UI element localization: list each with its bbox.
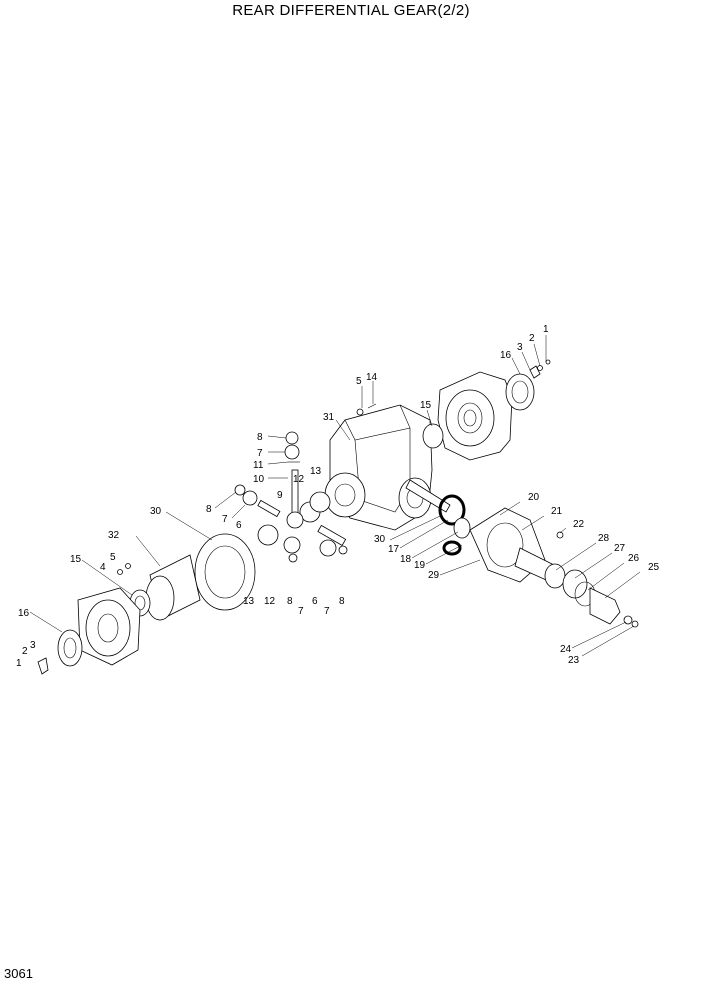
right-ring-nut xyxy=(505,373,535,411)
callout-13: 13 xyxy=(243,596,255,607)
callout-8: 8 xyxy=(287,596,293,607)
callout-16: 16 xyxy=(500,350,512,361)
callout-12: 12 xyxy=(264,596,276,607)
callout-5: 5 xyxy=(356,376,362,387)
spider-gear-set xyxy=(234,431,348,578)
callout-26: 26 xyxy=(628,553,640,564)
callout-30: 30 xyxy=(150,506,162,517)
companion-flange xyxy=(562,569,639,628)
callout-7: 7 xyxy=(324,606,330,617)
callout-31: 31 xyxy=(323,412,335,423)
left-lock-plate xyxy=(37,563,131,675)
callout-8: 8 xyxy=(206,504,212,515)
callout-6: 6 xyxy=(312,596,318,607)
callout-17: 17 xyxy=(388,544,400,555)
callout-18: 18 xyxy=(400,554,412,565)
callout-7: 7 xyxy=(257,448,263,459)
callout-32: 32 xyxy=(108,530,120,541)
callout-6: 6 xyxy=(236,520,242,531)
callout-22: 22 xyxy=(573,519,585,530)
callout-7: 7 xyxy=(298,606,304,617)
top-bolt xyxy=(356,403,377,416)
callout-16: 16 xyxy=(18,608,30,619)
left-ring-nut xyxy=(57,629,83,667)
differential-housing xyxy=(324,404,444,531)
left-flange-housing xyxy=(77,587,141,666)
diff-case xyxy=(129,554,201,621)
callout-3: 3 xyxy=(30,640,36,651)
page-number: 3061 xyxy=(4,966,33,981)
right-flange-housing xyxy=(437,371,513,461)
callout-9: 9 xyxy=(277,490,283,501)
pinion-carrier xyxy=(469,507,566,589)
callout-23: 23 xyxy=(568,655,580,666)
callout-21: 21 xyxy=(551,506,563,517)
callout-3: 3 xyxy=(517,342,523,353)
callout-5: 5 xyxy=(110,552,116,563)
callout-30: 30 xyxy=(374,534,386,545)
callout-4: 4 xyxy=(100,562,106,573)
callout-15: 15 xyxy=(70,554,82,565)
callout-11: 11 xyxy=(253,460,264,471)
callout-20: 20 xyxy=(528,492,540,503)
callout-8: 8 xyxy=(257,432,263,443)
callout-10: 10 xyxy=(253,474,265,485)
callout-1: 1 xyxy=(16,658,22,669)
right-lock-plate xyxy=(529,359,551,379)
callout-29: 29 xyxy=(428,570,440,581)
callout-1: 1 xyxy=(543,324,549,335)
page-title: REAR DIFFERENTIAL GEAR(2/2) xyxy=(232,2,470,19)
callout-14: 14 xyxy=(366,372,378,383)
leader-lines xyxy=(29,335,641,657)
callout-2: 2 xyxy=(22,646,28,657)
callout-25: 25 xyxy=(648,562,660,573)
callout-2: 2 xyxy=(529,333,535,344)
pinion-shaft xyxy=(405,479,471,556)
callout-24: 24 xyxy=(560,644,572,655)
ring-gear xyxy=(194,533,256,611)
callout-12: 12 xyxy=(293,474,305,485)
callout-27: 27 xyxy=(614,543,626,554)
callout-15: 15 xyxy=(420,400,432,411)
callout-28: 28 xyxy=(598,533,610,544)
callout-8: 8 xyxy=(339,596,345,607)
callout-labels: 1 2 3 16 5 14 31 15 8 7 11 10 12 13 9 8 … xyxy=(16,324,660,669)
callout-19: 19 xyxy=(414,560,426,571)
callout-13: 13 xyxy=(310,466,322,477)
callout-7: 7 xyxy=(222,514,228,525)
